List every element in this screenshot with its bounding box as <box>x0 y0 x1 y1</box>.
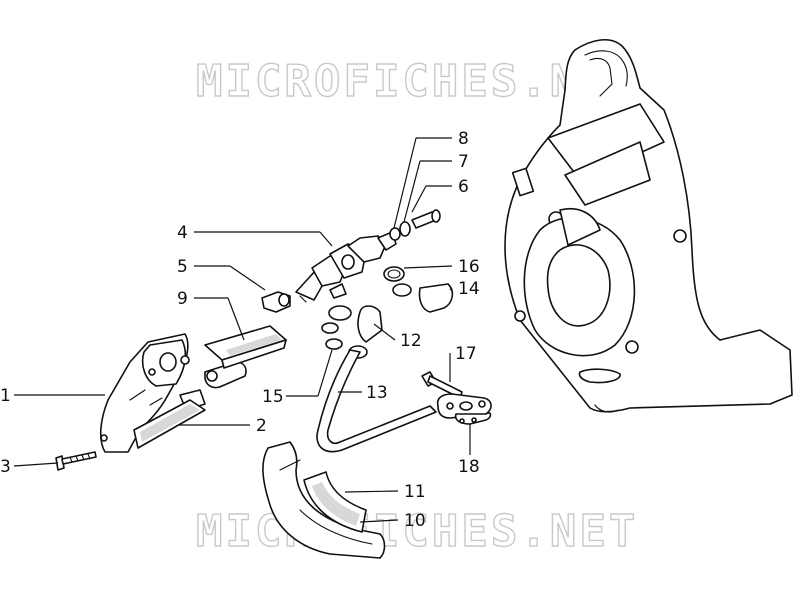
part-18-gasket <box>436 393 492 425</box>
part-2-pad <box>133 399 206 449</box>
part-11-liner <box>303 471 367 533</box>
callout-10: 10 <box>404 511 426 531</box>
callout-8: 8 <box>458 129 469 149</box>
part-13-fuel-hose <box>316 349 437 453</box>
callout-3: 3 <box>0 457 11 477</box>
callout-numbers: 1 2 3 4 5 6 7 8 9 10 11 12 13 14 15 16 1… <box>0 129 480 531</box>
watermark-top: MICROFICHES.NET <box>196 56 638 107</box>
callout-15: 15 <box>262 387 284 407</box>
callout-18: 18 <box>458 457 480 477</box>
part-7-washer <box>399 221 411 237</box>
callout-11: 11 <box>404 482 426 502</box>
leader-lines <box>13 137 471 523</box>
part-9-rubber-block <box>204 325 287 369</box>
callout-12: 12 <box>400 331 422 351</box>
callout-16: 16 <box>458 257 480 277</box>
part-12-hose-elbow <box>321 305 383 359</box>
part-14-hose <box>392 283 454 313</box>
callout-17: 17 <box>455 344 477 364</box>
part-6-bolt <box>411 209 441 229</box>
callout-14: 14 <box>458 279 480 299</box>
callout-9: 9 <box>177 289 188 309</box>
callout-2: 2 <box>256 416 267 436</box>
part-3-screw <box>55 451 97 471</box>
part-5-spacer <box>261 291 291 313</box>
part-4-fuel-valve <box>295 231 397 303</box>
callout-1: 1 <box>0 386 11 406</box>
callout-6: 6 <box>458 177 469 197</box>
engine-cover <box>504 38 793 413</box>
part-8-washer <box>389 227 401 241</box>
watermark-bottom: MICROFICHES.NET <box>196 506 638 557</box>
part-16-clamp <box>383 266 405 282</box>
callout-13: 13 <box>366 383 388 403</box>
callout-7: 7 <box>458 152 469 172</box>
callout-4: 4 <box>177 223 188 243</box>
callout-5: 5 <box>177 257 188 277</box>
